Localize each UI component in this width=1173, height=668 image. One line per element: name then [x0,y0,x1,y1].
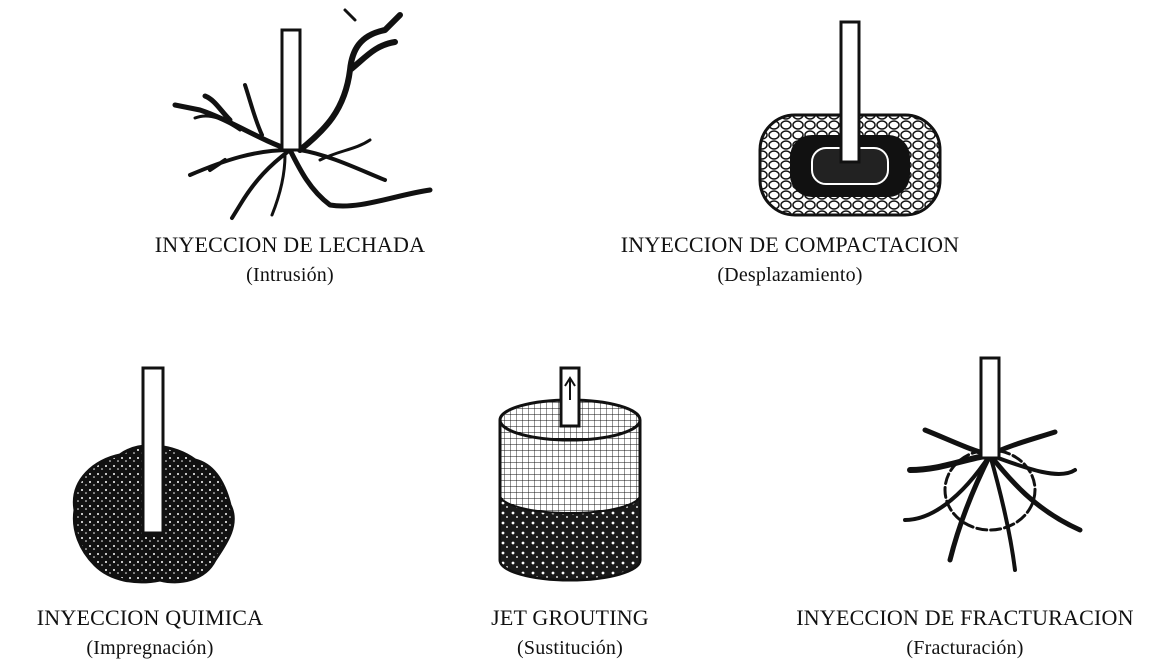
figure-subtitle: (Desplazamiento) [717,264,863,286]
figure-subtitle: (Intrusión) [246,264,334,286]
figure-title: INYECCION QUIMICA [36,605,264,630]
figure-subtitle: (Sustitución) [517,637,623,659]
caption-quimica: INYECCION QUIMICA (Impregnación) [0,603,320,663]
figure-title: JET GROUTING [491,605,649,630]
figure-title: INYECCION DE LECHADA [154,232,426,257]
caption-compactacion: INYECCION DE COMPACTACION (Desplazamient… [600,230,980,290]
caption-jet-grouting: JET GROUTING (Sustitución) [420,603,720,663]
figure-subtitle: (Impregnación) [86,637,214,659]
caption-fracturacion: INYECCION DE FRACTURACION (Fracturación) [755,603,1173,663]
caption-lechada: INYECCION DE LECHADA (Intrusión) [100,230,480,290]
figure-title: INYECCION DE FRACTURACION [796,605,1134,630]
figure-title: INYECCION DE COMPACTACION [620,232,960,257]
figure-subtitle: (Fracturación) [906,637,1024,659]
